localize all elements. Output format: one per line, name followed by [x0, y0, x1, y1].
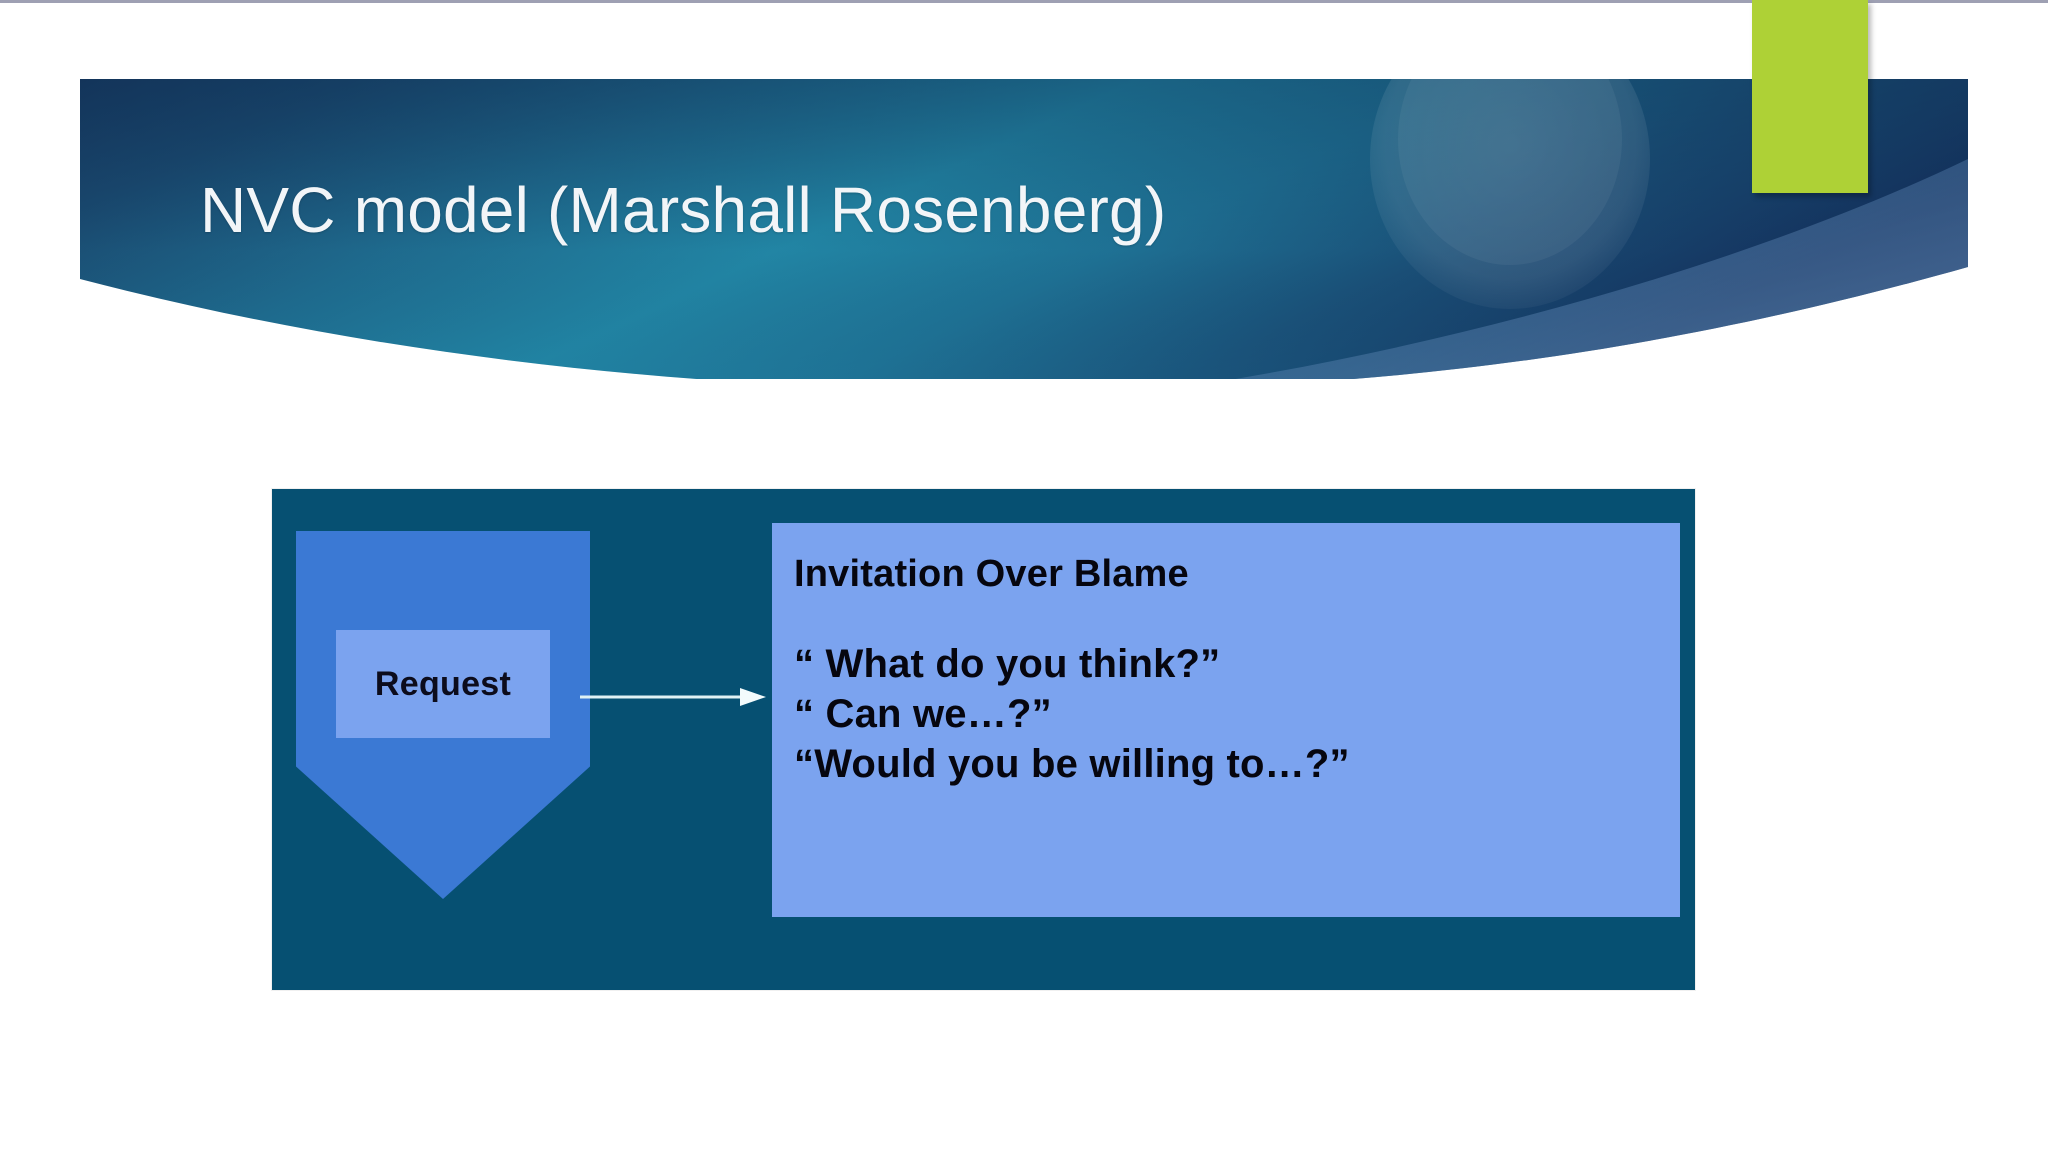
invitation-line: “Would you be willing to…?” [794, 741, 1350, 786]
nvc-diagram-panel: Request Invitation Over Blame “ What do … [272, 489, 1695, 990]
invitation-card: Invitation Over Blame “ What do you thin… [772, 523, 1680, 917]
invitation-card-lines: “ What do you think?” “ Can we…?” “Would… [794, 639, 1680, 789]
invitation-line: “ Can we…?” [794, 691, 1052, 736]
top-divider-rule [0, 0, 2048, 3]
request-node-label: Request [374, 664, 512, 703]
page-title: NVC model (Marshall Rosenberg) [200, 174, 1167, 246]
orb-decoration [1370, 79, 1650, 309]
invitation-line: “ What do you think?” [794, 641, 1221, 686]
arrow-right-icon [580, 688, 766, 706]
invitation-card-heading: Invitation Over Blame [794, 553, 1189, 595]
banner-shape [80, 79, 1968, 379]
request-node: Request [336, 630, 550, 738]
green-accent-bar [1752, 0, 1868, 193]
title-banner [80, 79, 1968, 379]
